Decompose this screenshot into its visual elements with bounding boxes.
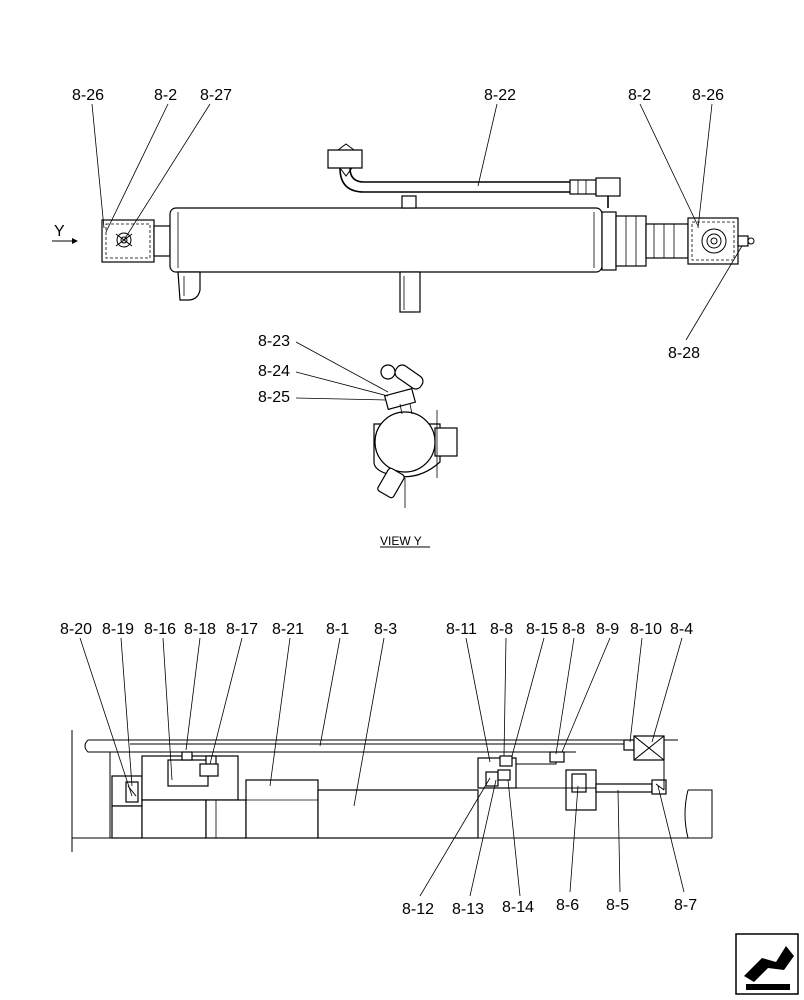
cylinder-section-view (71, 730, 713, 852)
label-8-21: 8-21 (272, 621, 304, 638)
label-8-6: 8-6 (556, 897, 579, 914)
label-8-25: 8-25 (258, 389, 290, 406)
view-y-detail (295, 341, 458, 548)
label-8-10: 8-10 (630, 621, 662, 638)
part-number-labels: 8-26 8-2 8-27 8-22 8-2 8-26 8-28 Y 8-23 … (54, 87, 724, 918)
label-8-16: 8-16 (144, 621, 176, 638)
label-8-2-right: 8-2 (628, 87, 651, 104)
next-page-arrow-icon[interactable] (735, 933, 799, 995)
label-8-9: 8-9 (596, 621, 619, 638)
label-8-13: 8-13 (452, 901, 484, 918)
label-8-3: 8-3 (374, 621, 397, 638)
label-8-8-a: 8-8 (490, 621, 513, 638)
label-8-18: 8-18 (184, 621, 216, 638)
view-y-caption: VIEW Y (380, 534, 422, 548)
label-8-23: 8-23 (258, 333, 290, 350)
label-8-19: 8-19 (102, 621, 134, 638)
label-8-28: 8-28 (668, 345, 700, 362)
label-8-26-left: 8-26 (72, 87, 104, 104)
label-8-14: 8-14 (502, 899, 534, 916)
bottom-leader-lines (79, 637, 685, 897)
label-8-15: 8-15 (526, 621, 558, 638)
label-8-12: 8-12 (402, 901, 434, 918)
label-8-7: 8-7 (674, 897, 697, 914)
label-8-5: 8-5 (606, 897, 629, 914)
label-8-24: 8-24 (258, 363, 290, 380)
label-8-27: 8-27 (200, 87, 232, 104)
label-8-1: 8-1 (326, 621, 349, 638)
cylinder-side-view (52, 143, 755, 313)
label-8-17: 8-17 (226, 621, 258, 638)
label-8-2-left: 8-2 (154, 87, 177, 104)
label-view-arrow-y: Y (54, 223, 65, 240)
label-8-11: 8-11 (446, 621, 477, 638)
top-leader-lines (91, 103, 743, 341)
label-8-26-right: 8-26 (692, 87, 724, 104)
label-8-8-b: 8-8 (562, 621, 585, 638)
label-8-20: 8-20 (60, 621, 92, 638)
label-8-4: 8-4 (670, 621, 693, 638)
label-8-22: 8-22 (484, 87, 516, 104)
